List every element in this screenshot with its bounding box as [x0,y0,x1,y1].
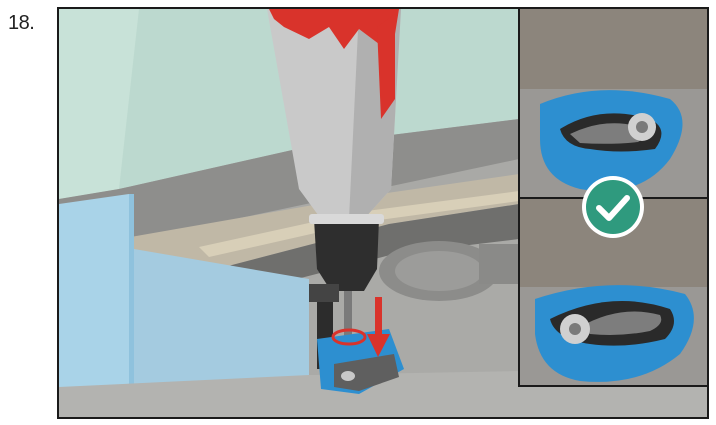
step-number: 18. [8,12,34,35]
insulation-panel-front [129,194,134,387]
main-illustration [57,7,709,419]
drain-pipe [479,244,519,284]
foot-screw [341,371,355,381]
drill-collar [309,214,384,224]
checkmark-icon [580,174,646,240]
inset-bottom-screw-head [569,323,581,335]
drain-trap-inner [395,251,483,291]
inset-top-screw-head [636,121,648,133]
detail-inset [518,9,709,387]
check-badge [580,174,646,240]
insulation-panel [59,194,129,399]
arrow-shaft [375,297,382,337]
rod-nut [309,284,339,302]
inset-top-wall [520,9,709,89]
